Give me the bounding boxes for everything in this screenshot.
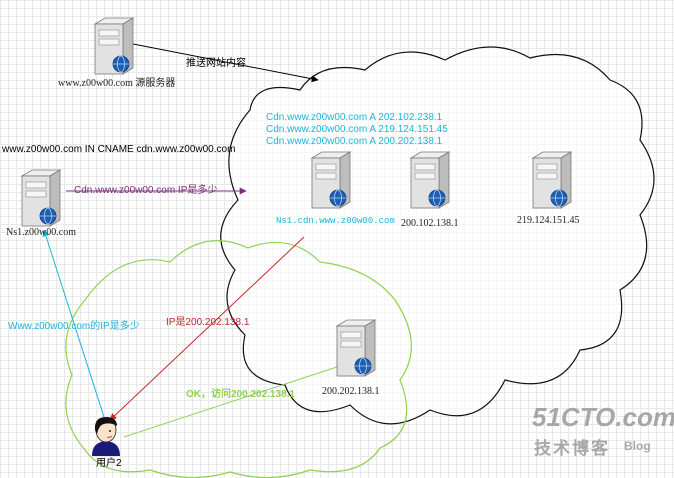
- cdn-node-200-102-icon: [409, 151, 451, 209]
- push-content-label: 推送网站内容: [186, 58, 246, 69]
- ns1-server-label: Ns1.z00w00.com: [6, 227, 76, 238]
- ip-answer-label: IP是200.202.138.1: [166, 317, 250, 328]
- cdn-node-219-124-icon: [531, 151, 573, 209]
- ip-answer-arrow: [109, 236, 305, 421]
- cdn-query-label: Cdn.www.z00w00.com IP是多少: [74, 185, 218, 196]
- push-content-arrow: [127, 42, 319, 83]
- cdn-node-200-202-icon: [335, 319, 377, 377]
- cdn-a-record-1: Cdn.www.z00w00.com A 202.102.238.1: [266, 112, 443, 123]
- watermark-sub: 技术博客: [534, 439, 610, 458]
- watermark-blog: Blog: [624, 439, 651, 453]
- ns1-cdn-server-label: Ns1.cdn.www.z00w00.com: [276, 216, 395, 226]
- user-person-icon: [92, 417, 120, 456]
- cname-record-label: www.z00w00.com IN CNAME cdn.www.z00w00.c…: [2, 144, 236, 155]
- watermark-brand: 51CTO.com: [532, 402, 674, 432]
- origin-server-label: www.z00w00.com 源服务器: [58, 78, 176, 89]
- www-query-label: Www.z00w00.com的IP是多少: [8, 321, 140, 332]
- www-query-arrow: [42, 229, 105, 418]
- ns1-server-icon: [20, 169, 62, 227]
- cdn-node-200-102-label: 200.102.138.1: [401, 218, 459, 229]
- ns1-cdn-server-icon: [310, 151, 352, 209]
- cdn-node-219-124-label: 219.124.151.45: [517, 215, 580, 226]
- cdn-a-record-3: Cdn.www.z00w00.com A 200.202.138.1: [266, 136, 443, 147]
- cdn-a-record-2: Cdn.www.z00w00.com A 219.124.151.45: [266, 124, 448, 135]
- ok-visit-arrow: [123, 360, 353, 438]
- ok-visit-label: OK，访问200.202.138.1: [186, 389, 295, 400]
- user-label: 用户2: [96, 458, 122, 469]
- cdn-node-200-202-label: 200.202.138.1: [322, 386, 380, 397]
- cdn-cloud: [220, 46, 655, 425]
- origin-server-icon: [93, 17, 135, 75]
- user-cloud: [65, 240, 412, 478]
